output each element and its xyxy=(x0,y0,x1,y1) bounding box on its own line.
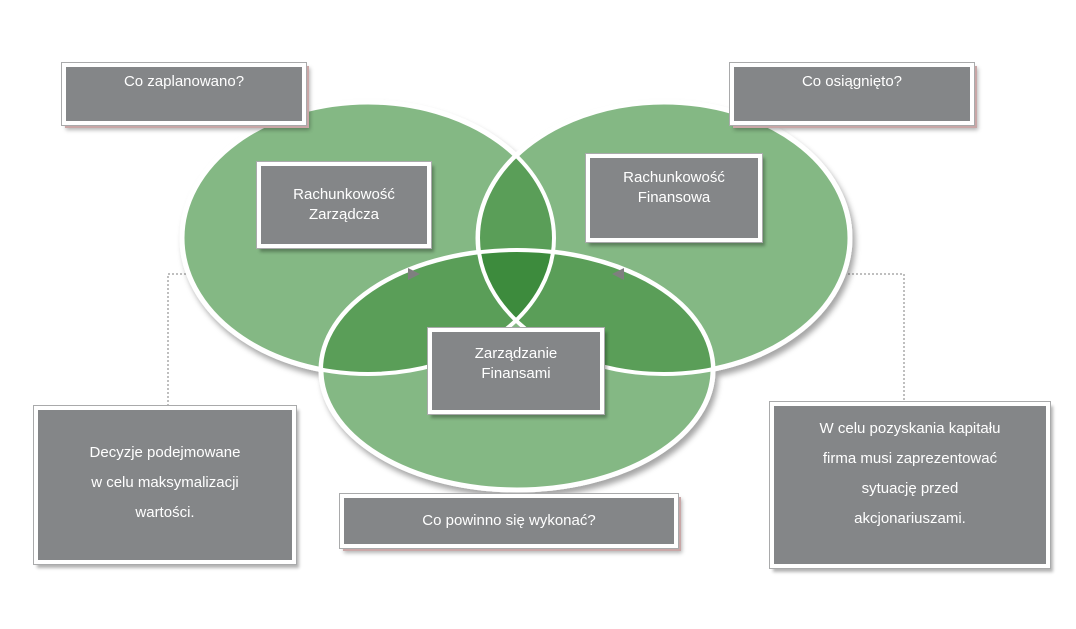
note-right-box: W celu pozyskania kapitału firma musi za… xyxy=(770,402,1050,568)
outline-left xyxy=(180,100,556,376)
label-management-accounting-line1: Rachunkowość xyxy=(293,186,395,203)
note-right-line3: sytuację przed xyxy=(861,480,959,497)
note-left-box: Decyzje podejmowane w celu maksymalizacj… xyxy=(34,406,296,564)
left-arrow-icon xyxy=(408,268,420,280)
note-left-line2: w celu maksymalizacji xyxy=(91,474,239,491)
label-management-accounting-line2: Zarządcza xyxy=(308,206,380,223)
question-achieved-box: Co osiągnięto? xyxy=(730,63,974,125)
label-management-accounting: Rachunkowość Zarządcza xyxy=(257,162,431,248)
note-right-line4: akcjonariuszami. xyxy=(854,510,966,527)
outline-right xyxy=(476,100,852,376)
question-planned-text: Co zaplanowano? xyxy=(123,73,245,90)
note-right-line2: firma musi zaprezentować xyxy=(822,450,998,467)
label-financial-management: Zarządzanie Finansami xyxy=(428,328,604,414)
question-to-do-box: Co powinno się wykonać? xyxy=(340,494,678,548)
outline-bottom xyxy=(319,248,715,492)
label-financial-management-line2: Finansami xyxy=(481,365,551,382)
label-financial-management-line1: Zarządzanie xyxy=(474,345,558,362)
question-to-do-text: Co powinno się wykonać? xyxy=(422,512,596,529)
note-left-line3: wartości. xyxy=(135,504,195,521)
label-financial-accounting-line1: Rachunkowość xyxy=(623,169,725,186)
question-planned-box: Co zaplanowano? xyxy=(62,63,306,125)
right-arrow-icon xyxy=(612,268,624,280)
note-right-line1: W celu pozyskania kapitału xyxy=(819,420,1001,437)
label-financial-accounting: Rachunkowość Finansowa xyxy=(586,154,762,242)
question-achieved-text: Co osiągnięto? xyxy=(801,73,903,90)
label-financial-accounting-line2: Finansowa xyxy=(637,189,711,206)
note-left-line1: Decyzje podejmowane xyxy=(89,444,241,461)
